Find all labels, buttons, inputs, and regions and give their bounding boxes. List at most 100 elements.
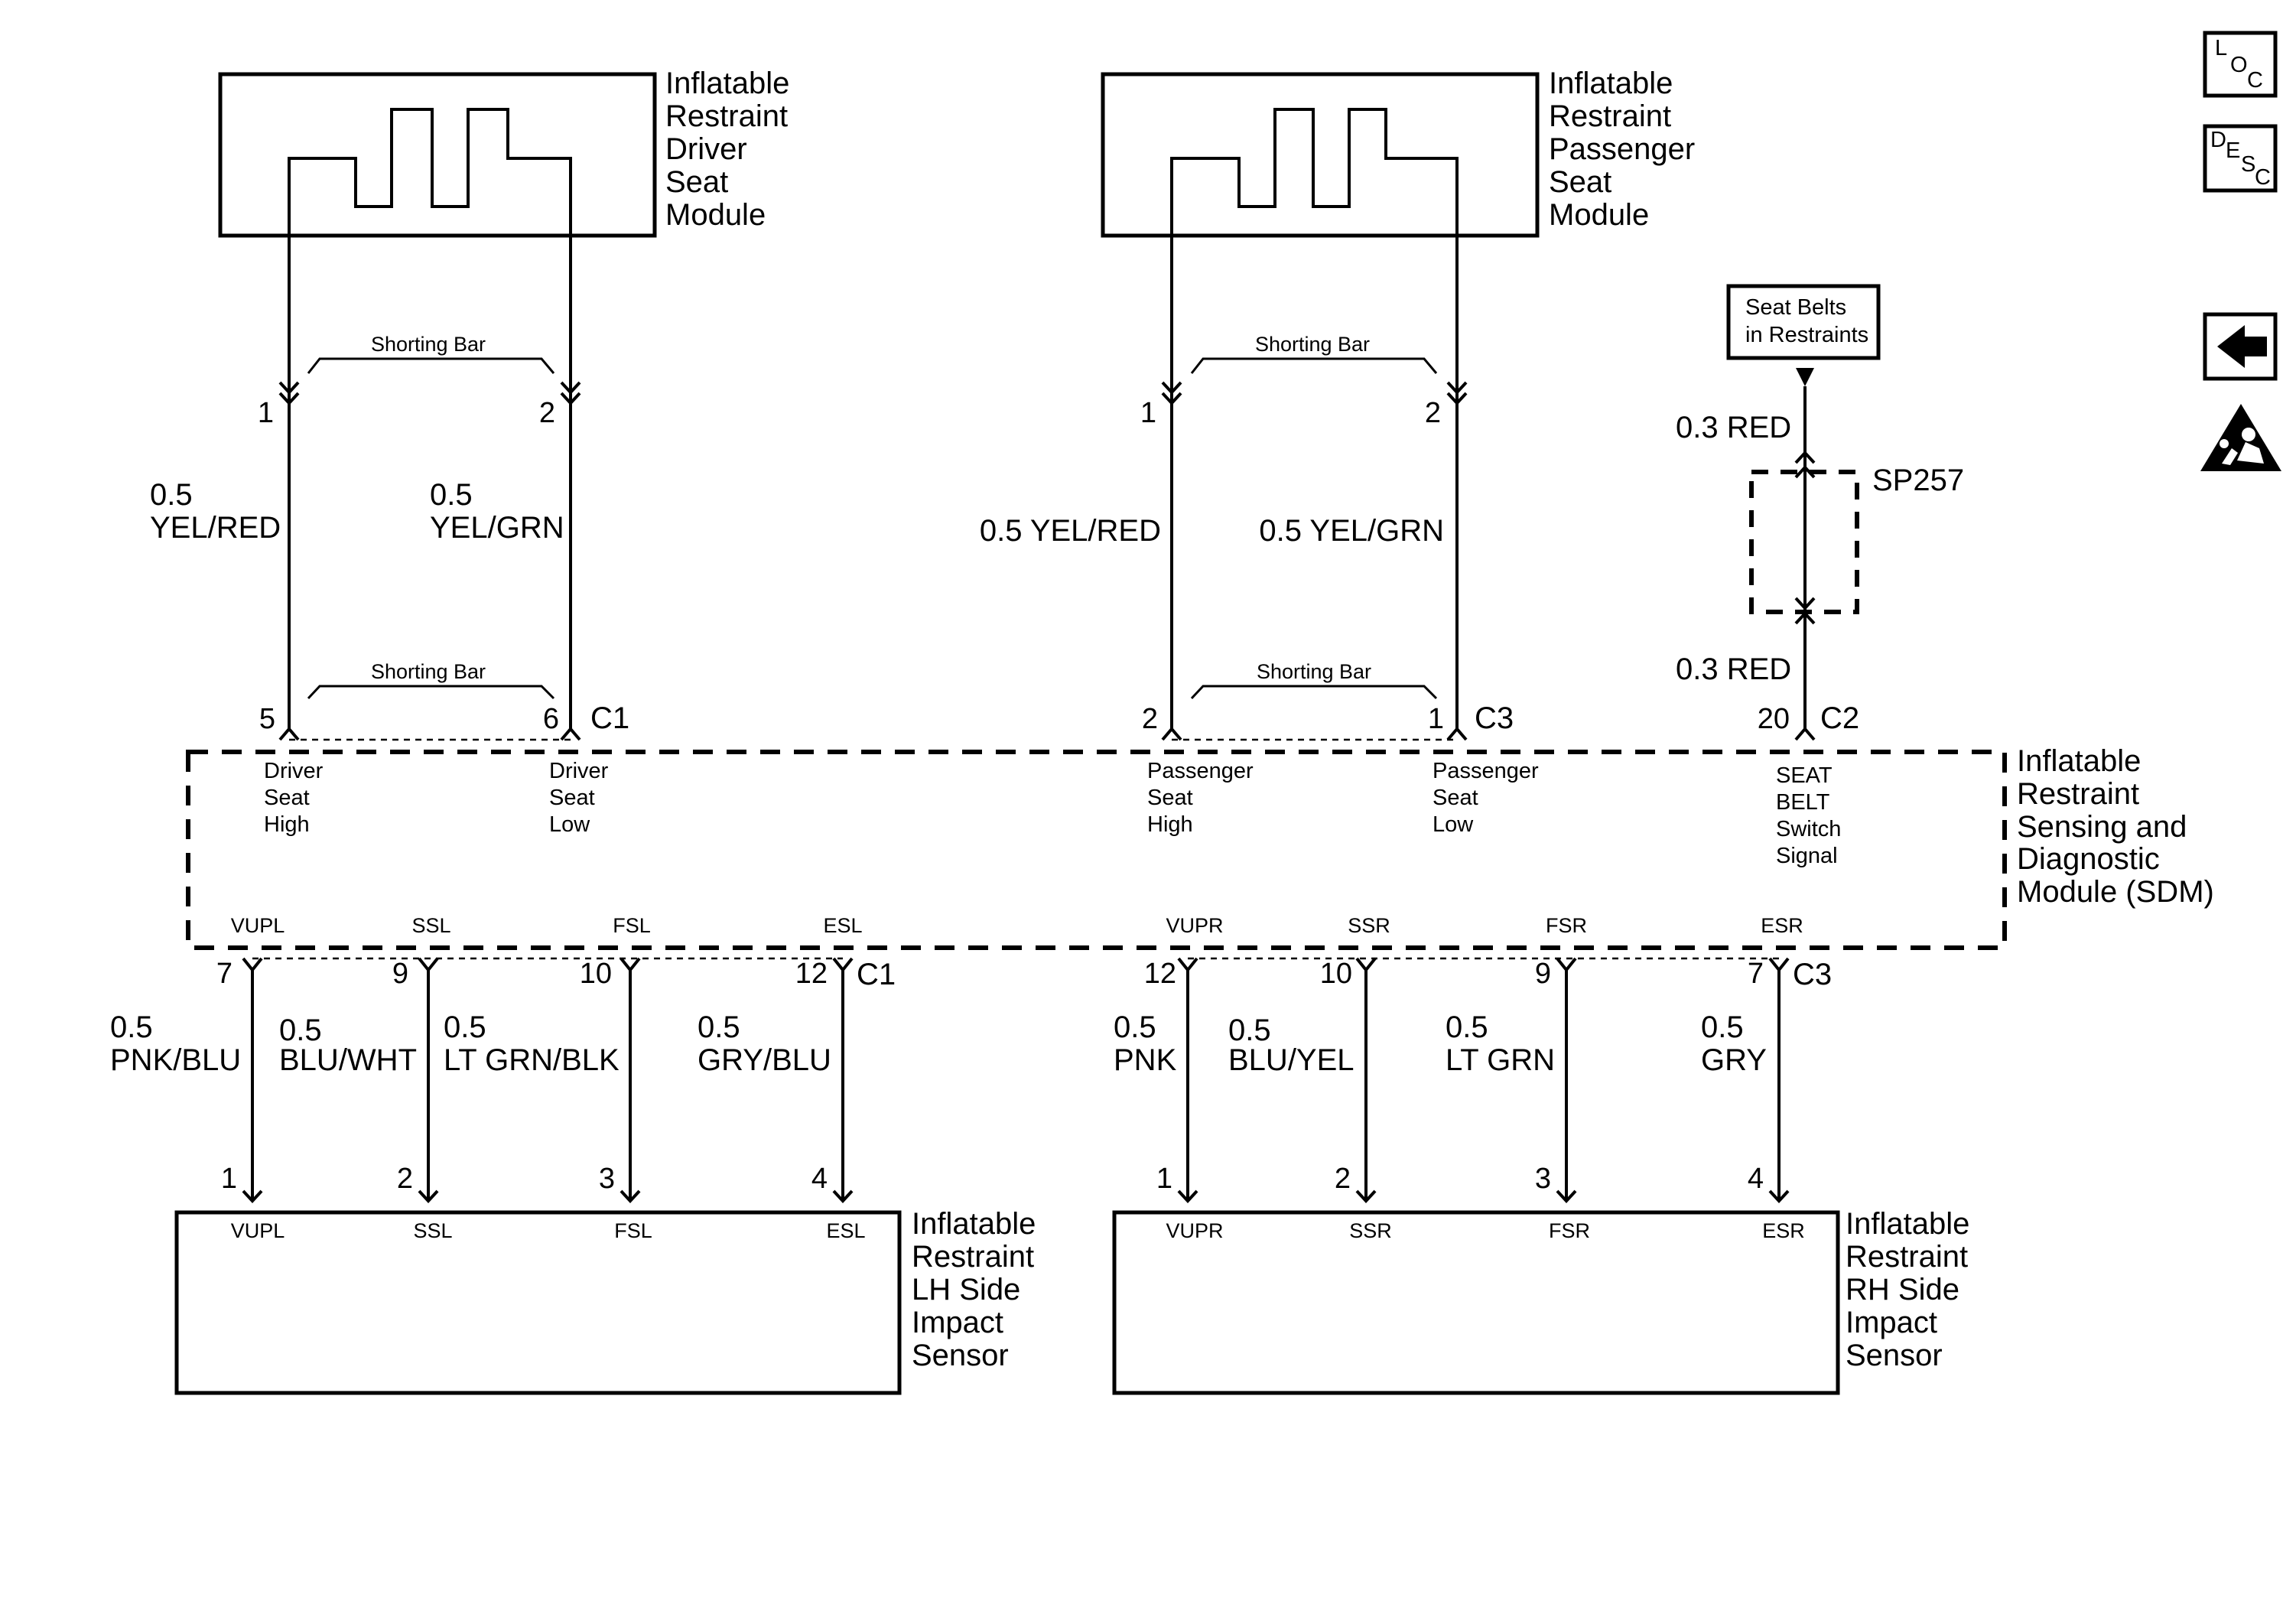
- upper-connectors: Shorting Bar Shorting Bar 1 2 1 2: [258, 333, 1468, 429]
- sdm-input-label: Seat: [264, 786, 310, 810]
- desc-letter: C: [2255, 165, 2271, 190]
- sdm-label-4: Diagnostic: [2017, 842, 2160, 876]
- airbag-warning-button[interactable]: [2200, 404, 2281, 471]
- circuit-label: FSL: [614, 1219, 652, 1242]
- wire-color: BLU/YEL: [1228, 1043, 1355, 1077]
- seat-belts-label-2: in Restraints: [1745, 323, 1868, 347]
- sdm-input-label: Driver: [264, 759, 324, 783]
- sdm-label-2: Restraint: [2017, 777, 2139, 811]
- sdm-input-label: Low: [1433, 812, 1474, 837]
- wire-label: 0.5 YEL/GRN: [1259, 514, 1444, 548]
- pin-number: 7: [216, 958, 233, 990]
- pin-number: 10: [580, 958, 612, 990]
- wire-gauge: 0.5: [430, 478, 473, 512]
- sdm-input-label: Passenger: [1147, 759, 1254, 783]
- sdm-input-label: Seat: [1147, 786, 1193, 810]
- connector-id: C2: [1820, 701, 1859, 735]
- circuit-label: FSR: [1546, 914, 1587, 937]
- sdm-input-label: Seat: [549, 786, 595, 810]
- circuit-label: ESR: [1762, 1219, 1805, 1242]
- sdm-input-label: Low: [549, 812, 590, 837]
- splice-box: [1749, 470, 1859, 614]
- wire-color: LT GRN/BLK: [444, 1043, 620, 1077]
- driver-module-label-5: Module: [665, 198, 766, 232]
- pin-number: 3: [599, 1163, 615, 1195]
- sdm-input-label: Seat: [1433, 786, 1478, 810]
- rh-side-impact-sensor: VUPR SSR FSR ESR Inflatable Restraint RH…: [1112, 1207, 1969, 1395]
- loc-button[interactable]: L O C: [2203, 31, 2278, 98]
- desc-letter: E: [2226, 138, 2240, 163]
- pin-number: 9: [392, 958, 408, 990]
- connector-id: C1: [590, 701, 629, 735]
- wire-gauge: 0.5: [698, 1010, 740, 1044]
- wire-color: PNK: [1114, 1043, 1177, 1077]
- back-button[interactable]: [2203, 312, 2278, 381]
- driver-module-label-4: Seat: [665, 165, 728, 199]
- circuit-label: VUPR: [1166, 1219, 1223, 1242]
- circuit-label: ESL: [823, 914, 862, 937]
- circuit-label: VUPL: [231, 914, 285, 937]
- pin-number: 10: [1320, 958, 1352, 990]
- connector-id: C3: [1793, 958, 1832, 991]
- reference-arrow-icon: [1796, 368, 1814, 386]
- shorting-bar-driver-upper: [307, 357, 555, 374]
- wire-color: LT GRN: [1446, 1043, 1555, 1077]
- wire-label: 0.5 YEL/RED: [980, 514, 1161, 548]
- desc-letter: D: [2210, 128, 2226, 152]
- pin-number: 1: [1156, 1163, 1172, 1195]
- pin-number: 7: [1748, 958, 1764, 990]
- pin-number: 4: [811, 1163, 828, 1195]
- circuit-label: ESL: [826, 1219, 865, 1242]
- sdm-input-label: Signal: [1776, 844, 1838, 868]
- impact-sensor-wires: 0.5 PNK/BLU 0.5 BLU/WHT 0.5 LT GRN/BLK 0…: [110, 970, 1781, 1201]
- circuit-label: SSR: [1349, 1219, 1392, 1242]
- wire-gauge: 0.5: [1446, 1010, 1488, 1044]
- circuit-label: FSL: [613, 914, 651, 937]
- sdm-label-1: Inflatable: [2017, 744, 2141, 778]
- sdm-label-3: Sensing and: [2017, 810, 2187, 844]
- pin-number: 2: [1335, 1163, 1351, 1195]
- rh-sensor-label-5: Sensor: [1846, 1339, 1943, 1372]
- wire-color: GRY/BLU: [698, 1043, 831, 1077]
- lh-sensor-label-4: Impact: [912, 1306, 1003, 1339]
- rh-sensor-label-1: Inflatable: [1846, 1207, 1969, 1241]
- rh-sensor-label-3: RH Side: [1846, 1273, 1959, 1306]
- sdm-module: Inflatable Restraint Sensing and Diagnos…: [186, 744, 2214, 950]
- seat-wires: 0.5 YEL/RED 0.5 YEL/GRN 0.5 YEL/RED 0.5 …: [150, 403, 1459, 729]
- wire-label: 0.3 RED: [1676, 411, 1791, 444]
- loc-letter: O: [2230, 53, 2248, 77]
- pin-number: 1: [1140, 397, 1156, 429]
- passenger-seat-module: Inflatable Restraint Passenger Seat Modu…: [1101, 67, 1695, 428]
- seat-belt-branch: Seat Belts in Restraints SP257 0.3 RED 0…: [1676, 284, 1964, 729]
- sdm-input-label: Switch: [1776, 817, 1841, 841]
- circuit-label: FSR: [1549, 1219, 1590, 1242]
- wire-gauge: 0.5: [1701, 1010, 1744, 1044]
- circuit-label: SSL: [413, 1219, 452, 1242]
- driver-module-label-3: Driver: [665, 132, 747, 166]
- lh-sensor-label-2: Restraint: [912, 1240, 1034, 1274]
- shorting-bar-label: Shorting Bar: [371, 660, 486, 683]
- lh-sensor-label-5: Sensor: [912, 1339, 1009, 1372]
- shorting-bar-passenger-upper: [1190, 357, 1438, 374]
- driver-module-label-1: Inflatable: [665, 67, 789, 100]
- airbag-warning-icon: [2200, 404, 2281, 471]
- lh-sensor-label-1: Inflatable: [912, 1207, 1036, 1241]
- pin-number: 12: [1144, 958, 1176, 990]
- rh-sensor-label-2: Restraint: [1846, 1240, 1968, 1274]
- sdm-label-5: Module (SDM): [2017, 875, 2214, 909]
- wire-gauge: 0.5: [279, 1014, 322, 1047]
- pin-number: 2: [397, 1163, 413, 1195]
- passenger-module-label-1: Inflatable: [1549, 67, 1673, 100]
- shorting-bar-passenger-lower: [1190, 685, 1438, 700]
- sdm-input-label: BELT: [1776, 790, 1830, 815]
- passenger-module-label-4: Seat: [1549, 165, 1611, 199]
- rh-sensor-label-4: Impact: [1846, 1306, 1937, 1339]
- sdm-input-label: SEAT: [1776, 763, 1833, 788]
- sdm-top-connectors: Shorting Bar Shorting Bar 5 6 C1 2 1 C3 …: [259, 660, 1859, 741]
- passenger-module-label-5: Module: [1549, 198, 1649, 232]
- desc-button[interactable]: D E S C: [2203, 124, 2278, 193]
- circuit-label: SSL: [411, 914, 450, 937]
- wire-gauge: 0.5: [444, 1010, 486, 1044]
- wire-color: BLU/WHT: [279, 1043, 417, 1077]
